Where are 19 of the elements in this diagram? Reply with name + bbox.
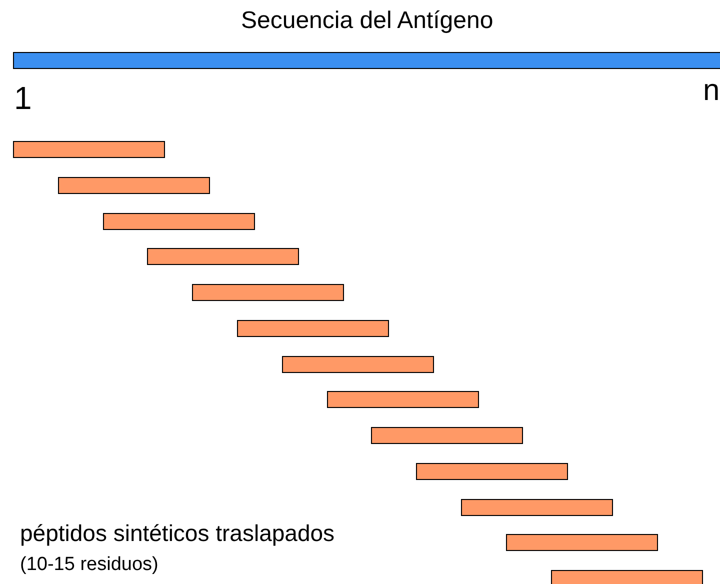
- peptide-bar: [282, 356, 434, 372]
- title: Secuencia del Antígeno: [241, 9, 494, 33]
- peptide-bar: [102, 212, 255, 230]
- caption-text: péptidos sintéticos traslapados: [20, 522, 335, 545]
- peptide-bar: [461, 498, 613, 516]
- peptide-bar: [58, 176, 210, 194]
- peptide-bar: [371, 427, 524, 444]
- peptide-bar: [147, 248, 300, 266]
- peptide-bar: [416, 462, 568, 480]
- peptide-bar: [506, 534, 658, 552]
- peptide-bar: [550, 570, 703, 584]
- caption-note: (10-15 residuos): [20, 555, 158, 574]
- peptide-bar: [237, 320, 389, 337]
- sequence-bar: [13, 52, 720, 69]
- peptide-bar: [13, 141, 165, 158]
- position-label: 1: [14, 82, 32, 114]
- peptide-bar: [192, 284, 344, 301]
- peptide-bar: [326, 391, 479, 408]
- position-label: n: [703, 76, 720, 106]
